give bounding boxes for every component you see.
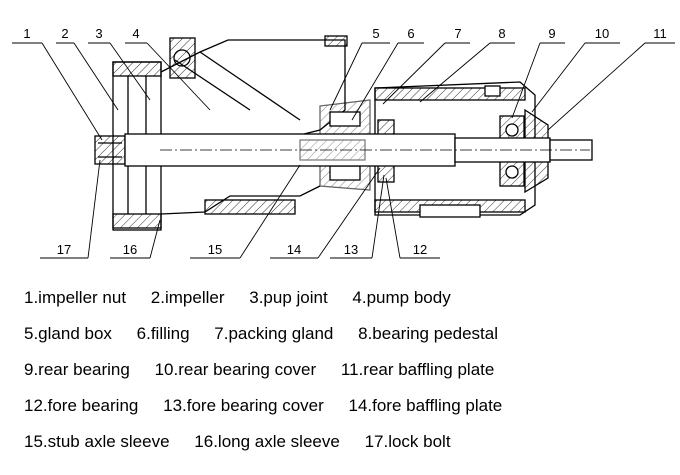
callout-16: 16 [123,242,137,257]
legend-item-gland-box: 5.gland box [24,324,112,343]
legend-row: 15.stub axle sleeve 16.long axle sleeve … [24,430,674,466]
callout-8: 8 [498,26,505,41]
legend-item-rear-bearing: 9.rear bearing [24,360,130,379]
legend-item-packing-gland: 7.packing gland [214,324,334,343]
callout-4: 4 [132,26,139,41]
legend-item-fore-bearing: 12.fore bearing [24,396,139,415]
callout-11: 11 [653,26,667,41]
leader-lines [12,42,675,259]
legend-item-long-axle-sleeve: 16.long axle sleeve [194,432,340,451]
pump-body-outline [112,35,549,231]
callout-17: 17 [57,242,71,257]
legend-item-rear-baffling-plate: 11.rear baffling plate [340,360,495,379]
callout-10: 10 [595,26,609,41]
parts-legend: 1.impeller nut 2.impeller 3.pup joint 4.… [24,286,674,466]
legend-row: 1.impeller nut 2.impeller 3.pup joint 4.… [24,286,674,322]
legend-item-pup-joint: 3.pup joint [249,288,328,307]
legend-item-pump-body: 4.pump body [352,288,451,307]
legend-item-fore-baffling-plate: 14.fore baffling plate [348,396,503,415]
callout-6: 6 [407,26,414,41]
legend-row: 9.rear bearing 10.rear bearing cover 11.… [24,358,674,394]
callout-1: 1 [23,26,30,41]
legend-item-lock-bolt: 17.lock bolt [364,432,451,451]
pump-cross-section-drawing: 1 2 3 4 5 6 7 8 9 10 11 17 16 15 14 13 1… [12,26,675,259]
callout-2: 2 [61,26,68,41]
legend-row: 12.fore bearing 13.fore bearing cover 14… [24,394,674,430]
callout-15: 15 [208,242,222,257]
legend-item-bearing-pedestal: 8.bearing pedestal [358,324,499,343]
callout-5: 5 [372,26,379,41]
legend-item-fore-bearing-cover: 13.fore bearing cover [163,396,324,415]
callout-14: 14 [287,242,301,257]
callout-12: 12 [413,242,427,257]
callout-3: 3 [95,26,102,41]
legend-item-impeller-nut: 1.impeller nut [24,288,127,307]
callout-7: 7 [454,26,461,41]
callout-numbers: 1 2 3 4 5 6 7 8 9 10 11 17 16 15 14 13 1… [23,26,666,257]
legend-item-impeller: 2.impeller [150,288,225,307]
legend-item-rear-bearing-cover: 10.rear bearing cover [154,360,317,379]
callout-13: 13 [344,242,358,257]
callout-9: 9 [548,26,555,41]
shaft [94,133,593,167]
legend-item-stub-axle-sleeve: 15.stub axle sleeve [24,432,170,451]
legend-item-filling: 6.filling [136,324,190,343]
legend-row: 5.gland box 6.filling 7.packing gland 8.… [24,322,674,358]
